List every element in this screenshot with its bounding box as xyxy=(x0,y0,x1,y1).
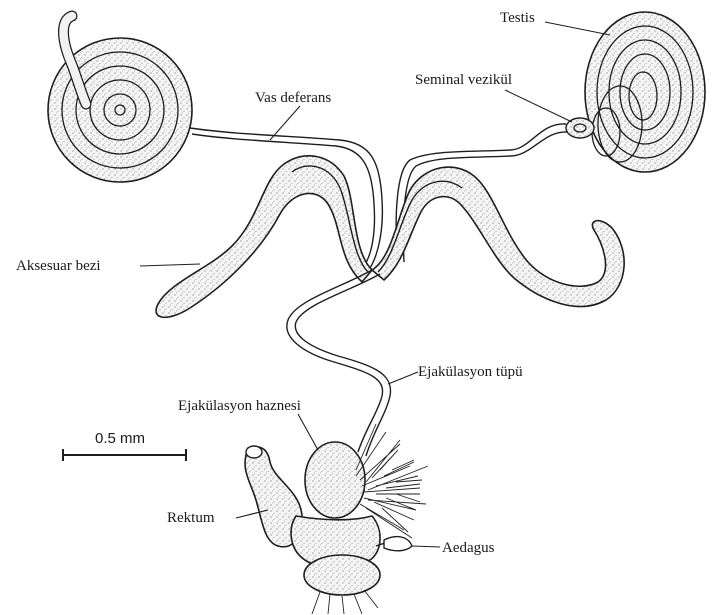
right-accessory-gland xyxy=(372,167,624,306)
label-aedeagus: Aedagus xyxy=(442,540,495,556)
left-testis-coil xyxy=(48,16,192,182)
label-seminal-vesicle: Seminal vezikül xyxy=(415,72,512,88)
label-ejaculatory-reservoir: Ejakülasyon haznesi xyxy=(178,398,301,414)
scale-bar: 0.5 mm xyxy=(63,430,186,461)
label-accessory-gland: Aksesuar bezi xyxy=(16,258,101,274)
right-testis-coil xyxy=(585,12,705,172)
scale-bar-label: 0.5 mm xyxy=(95,430,145,447)
ejaculatory-reservoir xyxy=(305,442,365,518)
label-testis: Testis xyxy=(500,10,535,26)
label-rectum: Rektum xyxy=(167,510,215,526)
aedeagus-region xyxy=(291,516,412,614)
label-ejaculatory-duct: Ejakülasyon tüpü xyxy=(418,364,523,380)
ejaculatory-duct xyxy=(287,270,383,452)
label-vas-deferens: Vas deferans xyxy=(255,90,331,106)
